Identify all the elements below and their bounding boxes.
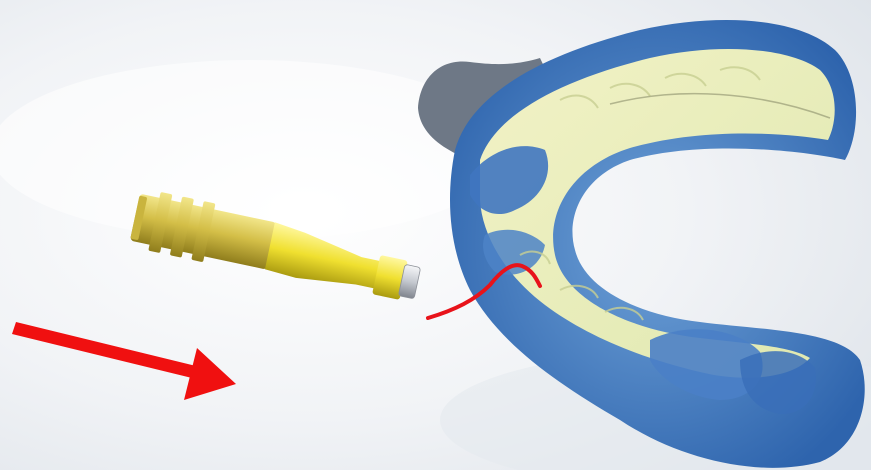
scene-canvas: [0, 0, 871, 470]
